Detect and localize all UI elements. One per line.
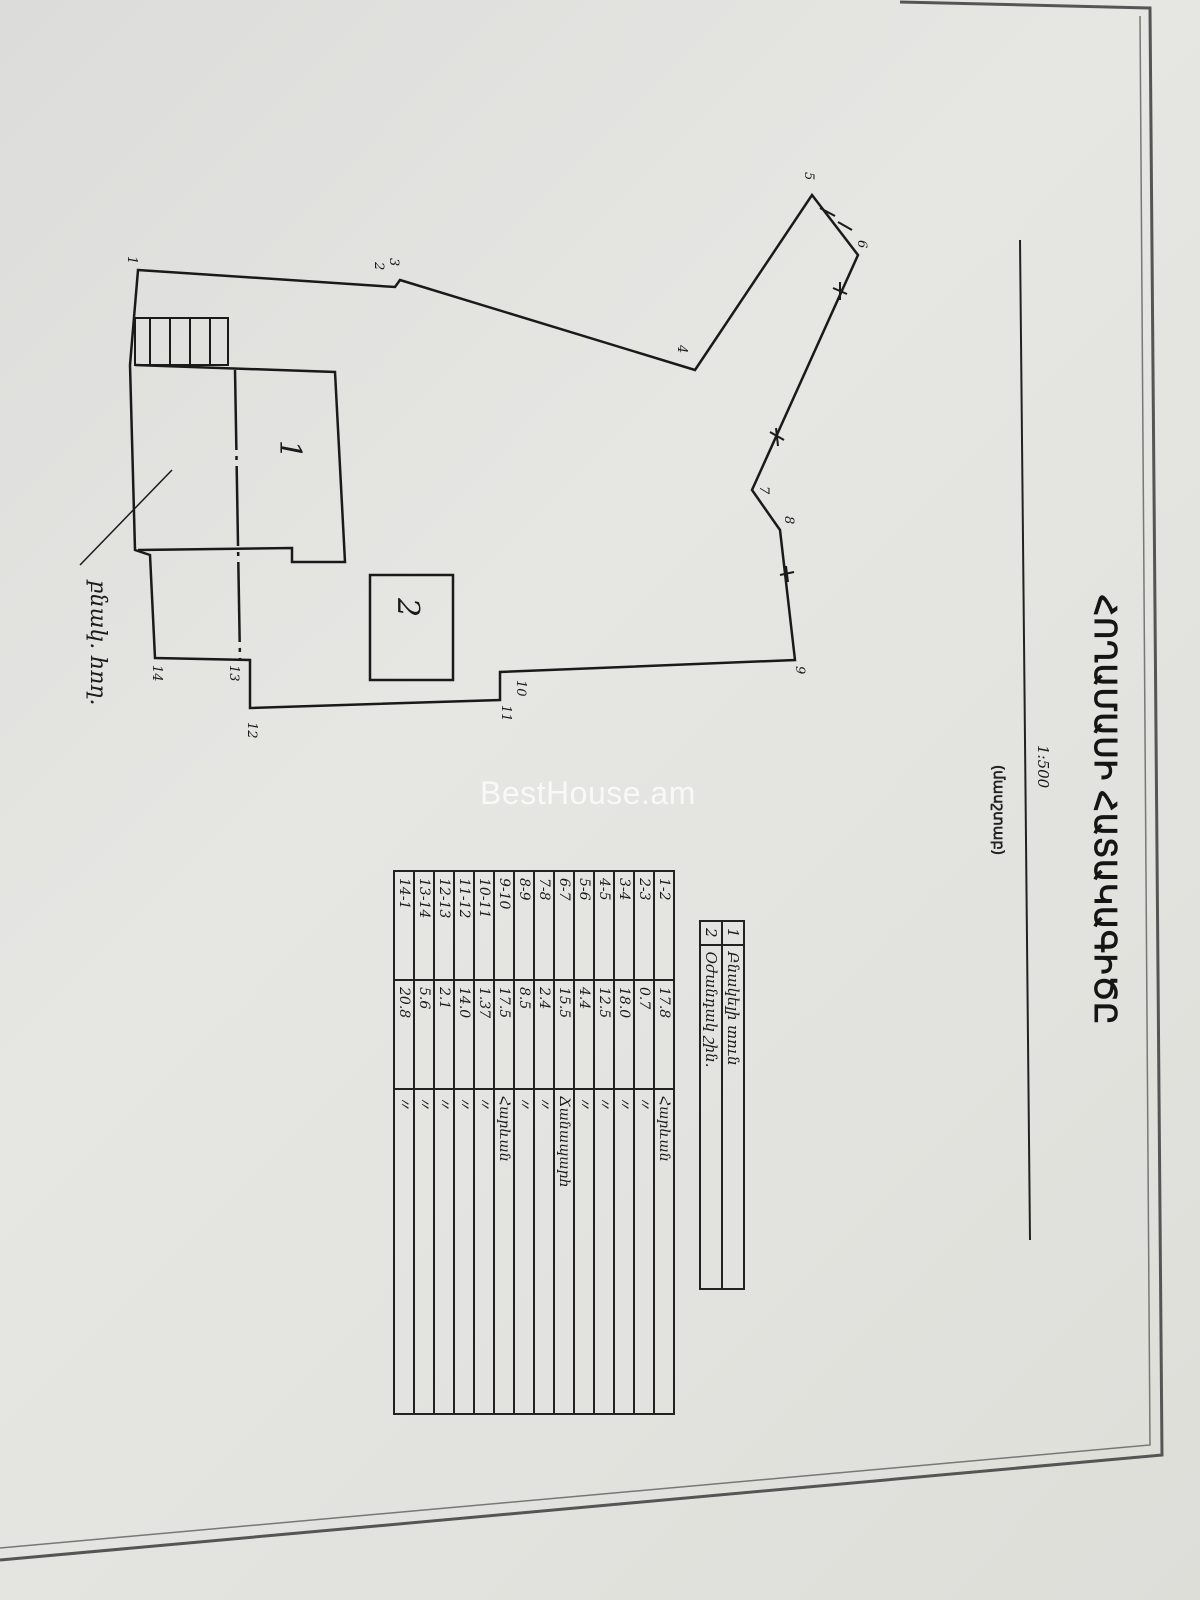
legend-num: 1 [722, 921, 744, 945]
length-cell: 17.5 [494, 980, 514, 1089]
building-2-outline [368, 573, 455, 682]
length-cell: 4.4 [574, 980, 594, 1089]
length-cell: 14.0 [454, 980, 474, 1089]
point-label-9: 9 [792, 666, 807, 674]
document-title: ՀՈՂԱՄԱՍԻ ՀԱՏԱԿԱԳԻԾԸ [1088, 594, 1121, 1026]
segment-cell: 1-2 [654, 871, 674, 980]
watermark: BestHouse.am [480, 775, 696, 811]
scale-caption: (մասշտաբ) [990, 765, 1007, 855]
legend-text: Օժանդակ շին. [700, 944, 722, 1289]
segment-cell: 10-11 [474, 871, 494, 980]
point-label-2: 2 [371, 261, 386, 270]
point-label-4: 4 [674, 344, 689, 353]
parcel-boundary [128, 192, 860, 710]
point-label-14: 14 [149, 665, 164, 682]
length-cell: 15.5 [554, 980, 574, 1089]
legend-row: 2 Օժանդակ շին. [700, 921, 722, 1289]
scale-value: 1:500 [1034, 745, 1052, 789]
building-label-1: 1 [272, 440, 307, 459]
length-cell: 0.7 [634, 980, 654, 1089]
length-cell: 18.0 [614, 980, 634, 1089]
building-label-2: 2 [390, 597, 425, 617]
length-cell: 17.8 [654, 980, 674, 1089]
length-cell: 5.6 [414, 980, 434, 1089]
segment-cell: 7-8 [534, 871, 554, 980]
point-label-6: 6 [854, 240, 869, 248]
legend-row: 1 Բնակելի տուն [722, 921, 744, 1289]
length-cell: 20.8 [394, 980, 414, 1089]
legend-table: 1 Բնակելի տուն 2 Օժանդակ շին. [699, 920, 745, 1290]
point-label-11: 11 [498, 705, 513, 722]
fence-marks [769, 207, 853, 583]
building-1-outline [134, 363, 347, 564]
segment-cell: 11-12 [454, 871, 474, 980]
segment-cell: 13-14 [414, 871, 434, 980]
segment-cell: 12-13 [434, 871, 454, 980]
legend-text: Բնակելի տուն [722, 944, 744, 1289]
neighbor-cell: 〃 [454, 1089, 474, 1414]
length-cell: 2.1 [434, 980, 454, 1089]
neighbor-cell: 〃 [394, 1089, 414, 1414]
segment-cell: 6-7 [554, 871, 574, 980]
title-rule [1019, 239, 1031, 1241]
neighbor-cell: 〃 [574, 1089, 594, 1414]
neighbor-cell: 〃 [614, 1089, 634, 1414]
building-1-wall [233, 369, 242, 661]
point-label-8: 8 [781, 516, 796, 524]
neighbor-cell: Հարևան [654, 1089, 674, 1414]
point-label-5: 5 [801, 172, 816, 180]
stairs [134, 317, 229, 366]
point-label-13: 13 [226, 665, 241, 682]
segment-cell: 2-3 [634, 871, 654, 980]
length-cell: 8.5 [514, 980, 534, 1089]
neighbor-cell: 〃 [414, 1089, 434, 1414]
segment-cell: 5-6 [574, 871, 594, 980]
neighbor-cell: 〃 [534, 1089, 554, 1414]
point-label-7: 7 [756, 486, 771, 495]
length-cell: 2.4 [534, 980, 554, 1089]
length-cell: 1.37 [474, 980, 494, 1089]
neighbor-cell: 〃 [434, 1089, 454, 1414]
page-border-inner [0, 15, 1151, 1549]
land-note: բնակ. հող. [85, 580, 110, 706]
segment-cell: 4-5 [594, 871, 614, 980]
length-cell: 12.5 [594, 980, 614, 1089]
segment-cell: 3-4 [614, 871, 634, 980]
neighbor-cell: 〃 [634, 1089, 654, 1414]
neighbor-cell: Ճանապարհ [554, 1089, 574, 1414]
neighbor-cell: 〃 [514, 1089, 534, 1414]
point-label-1: 1 [124, 256, 139, 264]
point-label-12: 12 [244, 722, 259, 739]
neighbor-cell: 〃 [474, 1089, 494, 1414]
point-label-10: 10 [513, 680, 528, 697]
leader-line [79, 469, 173, 566]
neighbor-cell: Հարևան [494, 1089, 514, 1414]
legend-num: 2 [700, 921, 722, 945]
page-border [0, 0, 1164, 1562]
segment-cell: 8-9 [514, 871, 534, 980]
point-label-3: 3 [386, 258, 401, 266]
neighbor-cell: 〃 [594, 1089, 614, 1414]
segment-cell: 14-1 [394, 871, 414, 980]
segment-cell: 9-10 [494, 871, 514, 980]
